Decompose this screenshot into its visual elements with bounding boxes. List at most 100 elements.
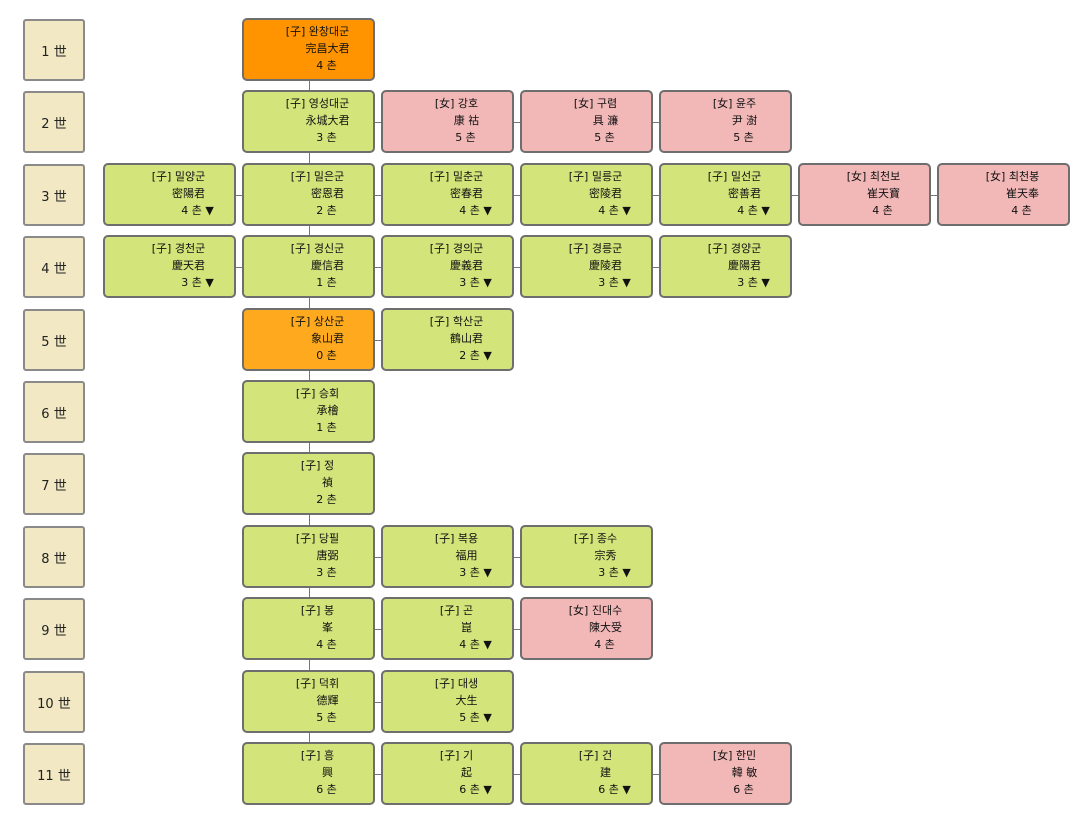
person-name: [子] 건 — [522, 747, 651, 764]
korean-name: 진대수 — [591, 604, 623, 617]
person-node[interactable]: [子] 영성대군 永城大君 3 촌 — [242, 90, 375, 153]
connector-line — [375, 122, 381, 123]
expand-arrow-icon[interactable]: ▼ — [761, 204, 770, 217]
kinship-degree-value: 2 촌 — [316, 493, 337, 506]
hanja-name: 密陽君 — [172, 187, 205, 200]
connector-line — [375, 774, 381, 775]
person-name: [子] 당필 — [244, 530, 373, 547]
person-node[interactable]: [子] 정 禎 2 촌 — [242, 452, 375, 515]
korean-name: 밀춘군 — [452, 170, 484, 183]
relation-tag: [子] — [295, 532, 316, 545]
kinship-degree: 3 촌 — [244, 564, 373, 581]
kinship-degree-value: 3 촌 — [316, 131, 337, 144]
connector-line — [308, 515, 310, 525]
hanja-name: 尹 澍 — [731, 114, 758, 127]
hanja-name: 禎 — [322, 476, 333, 489]
kinship-degree: 3 촌 ▼ — [522, 274, 651, 291]
korean-name: 한민 — [735, 749, 757, 762]
kinship-degree: 2 촌 ▼ — [383, 347, 512, 364]
korean-name: 곤 — [462, 604, 474, 617]
person-name: [子] 대생 — [383, 675, 512, 692]
person-name: [子] 곤 — [383, 602, 512, 619]
generation-label: 1 世 — [23, 19, 85, 81]
korean-name: 영성대군 — [308, 97, 350, 110]
korean-name: 구렴 — [596, 97, 618, 110]
expand-arrow-icon[interactable]: ▼ — [622, 276, 631, 289]
relation-tag: [子] — [285, 97, 306, 110]
person-name: [子] 정 — [244, 457, 373, 474]
expand-arrow-icon[interactable]: ▼ — [483, 783, 492, 796]
kinship-degree-value: 5 촌 — [594, 131, 615, 144]
kinship-degree-value: 3 촌 — [459, 566, 480, 579]
relation-tag: [女] — [573, 97, 594, 110]
expand-arrow-icon[interactable]: ▼ — [205, 204, 214, 217]
expand-arrow-icon[interactable]: ▼ — [761, 276, 770, 289]
kinship-degree: 2 촌 — [244, 491, 373, 508]
kinship-degree: 3 촌 ▼ — [383, 274, 512, 291]
expand-arrow-icon[interactable]: ▼ — [483, 711, 492, 724]
hanja-name: 崔天寶 — [867, 187, 900, 200]
hanja-name: 建 — [600, 766, 611, 779]
hanja-name: 唐弼 — [316, 549, 339, 562]
generation-label: 3 世 — [23, 164, 85, 226]
kinship-degree-value: 3 촌 — [737, 276, 758, 289]
kinship-degree-value: 4 촌 — [181, 204, 202, 217]
connector-line — [308, 443, 310, 452]
connector-line — [653, 122, 659, 123]
korean-name: 봉 — [323, 604, 335, 617]
expand-arrow-icon[interactable]: ▼ — [205, 276, 214, 289]
person-node[interactable]: [子] 당필 唐弼 3 촌 — [242, 525, 375, 588]
generation-label: 10 世 — [23, 671, 85, 733]
kinship-degree: 3 촌 — [244, 129, 373, 146]
generation-label: 8 世 — [23, 526, 85, 588]
connector-line — [308, 153, 310, 163]
expand-arrow-icon[interactable]: ▼ — [622, 566, 631, 579]
kinship-degree: 3 촌 ▼ — [661, 274, 790, 291]
connector-line — [308, 371, 310, 380]
expand-arrow-icon[interactable]: ▼ — [622, 204, 631, 217]
relation-tag: [子] — [285, 25, 306, 38]
expand-arrow-icon[interactable]: ▼ — [483, 638, 492, 651]
expand-arrow-icon[interactable]: ▼ — [483, 566, 492, 579]
connector-line — [308, 81, 310, 90]
expand-arrow-icon[interactable]: ▼ — [483, 204, 492, 217]
relation-tag: [女] — [568, 604, 589, 617]
korean-name: 흥 — [323, 749, 335, 762]
expand-arrow-icon[interactable]: ▼ — [622, 783, 631, 796]
expand-arrow-icon[interactable]: ▼ — [483, 349, 492, 362]
expand-arrow-icon[interactable]: ▼ — [483, 276, 492, 289]
person-name: [子] 경양군 — [661, 240, 790, 257]
hanja-name: 永城大君 — [305, 114, 350, 127]
hanja-name: 完昌大君 — [305, 42, 350, 55]
